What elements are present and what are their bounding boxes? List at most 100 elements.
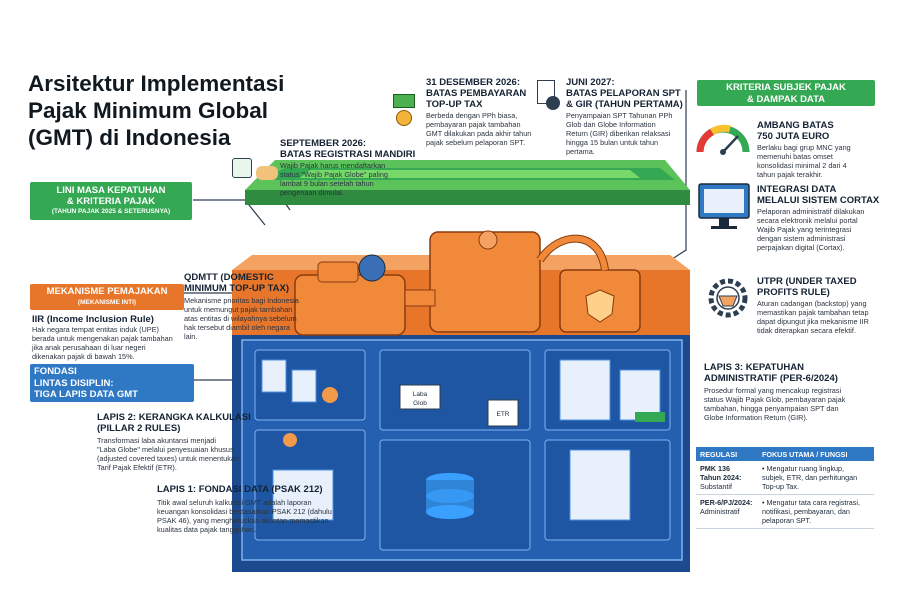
iir-block: IIR (Income Inclusion Rule) Hak negara t… [32,314,202,361]
qdmtt-title-line1: QDMTT (DOMESTIC [184,272,274,283]
iir-body-2: jika anak perusahaan di luar negeri [32,343,146,352]
mechanism-banner: MEKANISME PEMAJAKAN (MEKANISME INTI) [30,284,184,310]
threshold-body-3: tahun pajak terakhir. [757,170,823,179]
layer2-body-1: "Laba Globe" melalui penyesuaian khusus [97,445,234,454]
etr-label: ETR [497,411,510,418]
row1-focus-1: notifikasi, pembayaran, dan [762,507,850,516]
foundation-banner-line2: LINTAS DISIPLIN: [34,377,114,389]
cash-icon [393,94,415,108]
layer3-block: LAPIS 3: KEPATUHAN ADMINISTRATIF (PER-6/… [704,362,884,422]
cortax-title-line1: INTEGRASI DATA [757,184,837,195]
mechanism-banner-line2: (MEKANISME INTI) [77,299,137,306]
layer2-body-2: (adjusted covered taxes) untuk menentuka… [97,454,239,463]
utpr-body-2: dapat dipungut jika mekanisme IIR [757,317,869,326]
threshold-body-2: konsolidasi minimal 2 dari 4 [757,161,847,170]
layer1-title: LAPIS 1: FONDASI DATA (PSAK 212) [157,484,323,495]
foundation-banner: FONDASI LINTAS DISIPLIN: TIGA LAPIS DATA… [30,364,194,402]
layer2-title-line1: LAPIS 2: KERANGKA KALKULASI [97,412,251,423]
criteria-banner: KRITERIA SUBJEK PAJAK & DAMPAK DATA [697,80,875,106]
jun2027-title-line2: BATAS PELAPORAN SPT [566,88,681,99]
row1-focus-2: pelaporan SPT. [762,516,812,525]
layer1-body-0: Titik awal seluruh kalkulasi GMT adalah … [157,498,312,507]
threshold-block: AMBANG BATAS 750 JUTA EURO Berlaku bagi … [757,120,882,179]
iir-body-3: dikenakan pajak di bawah 15%. [32,352,135,361]
handshake-icon [256,166,278,180]
header-regulasi: REGULASI [700,449,738,459]
cortax-body-0: Pelaporan administratif dilakukan [757,207,865,216]
layer2-title-line2: (PILLAR 2 RULES) [97,423,181,434]
qdmtt-body-4: lain. [184,332,198,341]
dec2026-title-line3: TOP-UP TAX [426,99,483,110]
iir-body-0: Hak negara tempat entitas induk (UPE) [32,325,159,334]
monitor-icon [698,183,750,229]
utpr-body-3: tidak diterapkan secara efektif. [757,326,856,335]
layer3-body-1: status Wajib Pajak Glob, pembayaran paja… [704,395,846,404]
row1-reg-1: Administratif [700,507,740,516]
iir-title: IIR (Income Inclusion Rule) [32,314,154,325]
cortax-body-4: perpajakan digital (Cortax). [757,243,845,252]
dec2026-body-3: pajak sebelum pelaporan SPT. [426,138,525,147]
sep2026-body-2: lambat 9 bulan setelah tahun [280,179,374,188]
jun2027-body-0: Penyampaian SPT Tahunan PPh [566,111,673,120]
qdmtt-block: QDMTT (DOMESTIC MINIMUM TOP-UP TAX) Meka… [184,272,320,341]
layer1-body-1: keuangan konsolidasi berdasarkan PSAK 21… [157,507,332,516]
jun2027-body-4: pertama. [566,147,595,156]
layer2-block: LAPIS 2: KERANGKA KALKULASI (PILLAR 2 RU… [97,412,317,472]
row1-focus-0: • Mengatur tata cara registrasi, [762,498,860,507]
dollar-icon [546,96,560,110]
layer1-body-2: PSAK 46), yang mengharuskan akuntan mema… [157,516,329,525]
utpr-block: UTPR (UNDER TAXED PROFITS RULE) Aturan c… [757,276,882,335]
dec2026-body-2: GMT dilakukan pada akhir tahun [426,129,532,138]
cortax-title-line2: MELALUI SISTEM CORTAX [757,195,880,206]
milestone-dec2026: 31 DESEMBER 2026: BATAS PEMBAYARAN TOP-U… [426,77,546,147]
sep2026-body-0: Wajib Pajak harus mendaftarkan [280,161,386,170]
criteria-banner-line2: & DAMPAK DATA [746,93,826,105]
gauge-icon [696,124,750,155]
layer3-body-0: Prosedur formal yang mencakup registrasi [704,386,842,395]
timeline-banner-line3: (TAHUN PAJAK 2025 & SETERUSNYA) [51,208,171,215]
row0-focus-2: Top-up Tax. [762,482,800,491]
utpr-body-1: memastikan pajak tambahan tetap [757,308,869,317]
qdmtt-body-1: untuk memungut pajak tambahan [184,305,293,314]
milestone-sep2026: SEPTEMBER 2026: BATAS REGISTRASI MANDIRI… [280,138,420,197]
jun2027-body-1: Glob dan Globe Information [566,120,656,129]
laba-label: Laba [413,391,428,398]
threshold-body-0: Berlaku bagi grup MNC yang [757,143,851,152]
utpr-body-0: Aturan cadangan (backstop) yang [757,299,867,308]
timeline-banner-line1: LINI MASA KEPATUHAN [56,185,166,196]
table-header: REGULASI FOKUS UTAMA / FUNGSI [696,447,874,461]
qdmtt-body-2: atas entitas di wilayahnya sebelum [184,314,297,323]
foundation-banner-line3: TIGA LAPIS DATA GMT [34,389,138,400]
foundation-banner-line1: FONDASI [34,366,77,377]
jun2027-body-2: Return (GIR) diberikan relaksasi [566,129,671,138]
qdmtt-title-line2: MINIMUM TOP-UP TAX) [184,283,290,294]
criteria-banner-line1: KRITERIA SUBJEK PAJAK [726,82,846,93]
table-row: PMK 136 Tahun 2024: Substantif • Mengatu… [696,461,874,495]
header-fokus: FOKUS UTAMA / FUNGSI [762,449,848,459]
row0-focus-0: • Mengatur ruang lingkup, [762,464,845,473]
table-row: PER-6/PJ/2024: Administratif • Mengatur … [696,495,874,529]
glob-label: Glob [413,400,427,407]
qdmtt-body-3: hak tersebut diambil oleh negara [184,323,290,332]
timeline-banner: LINI MASA KEPATUHAN & KRITERIA PAJAK (TA… [30,182,192,220]
row0-reg-1: Tahun 2024: [700,473,742,482]
net-gear-icon [708,278,748,318]
sep2026-body-3: pengenaan dimulai. [280,188,344,197]
coin-icon [396,110,412,126]
layer2-body-0: Transformasi laba akuntansi menjadi [97,436,216,445]
row1-reg-0: PER-6/PJ/2024: [700,498,753,507]
qdmtt-body-0: Mekanisme prioritas bagi Indonesia [184,296,299,305]
timeline-banner-line2: & KRITERIA PAJAK [66,196,156,207]
sep2026-title-line2: BATAS REGISTRASI MANDIRI [280,149,416,160]
mechanism-banner-line1: MEKANISME PEMAJAKAN [46,286,168,297]
layer2-body-3: Tarif Pajak Efektif (ETR). [97,463,177,472]
sep2026-title-line1: SEPTEMBER 2026: [280,138,367,149]
layer3-title-line2: ADMINISTRATIF (PER-6/2024) [704,373,838,384]
row0-reg-0: PMK 136 [700,464,730,473]
threshold-title-line1: AMBANG BATAS [757,120,834,131]
jun2027-title-line3: & GIR (TAHUN PERTAMA) [566,99,683,110]
layer1-block: LAPIS 1: FONDASI DATA (PSAK 212) Titik a… [157,484,357,534]
page-title: Arsitektur Implementasi Pajak Minimum Gl… [28,71,285,150]
layer3-body-3: Globe Information Return (GIR). [704,413,808,422]
jun2027-title-line1: JUNI 2027: [566,77,615,88]
